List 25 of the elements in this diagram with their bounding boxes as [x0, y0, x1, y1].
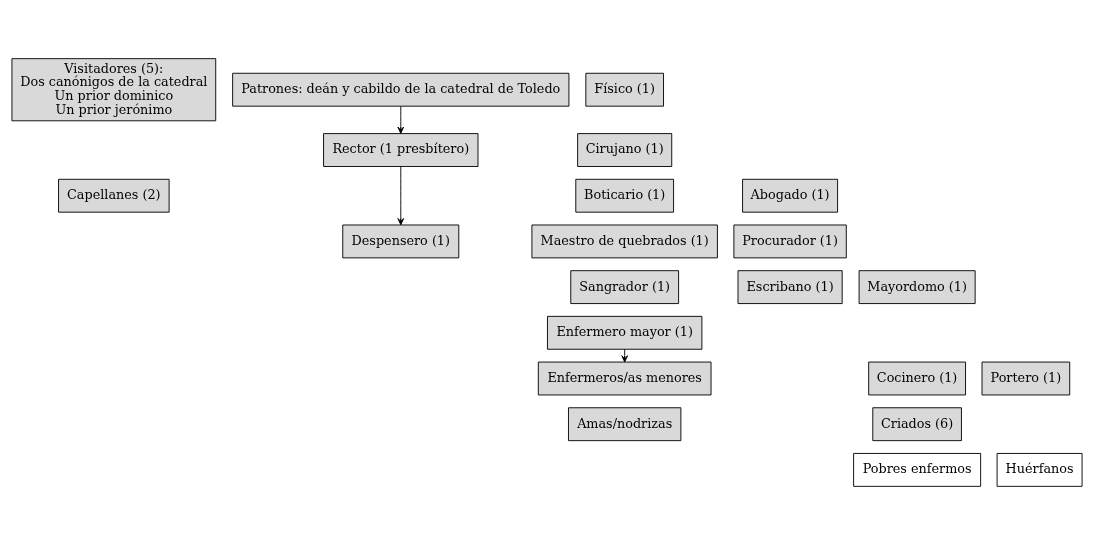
arrow — [397, 105, 405, 134]
node-box: Escribano (1) — [737, 269, 843, 304]
node-box: Rector (1 presbítero) — [323, 132, 479, 167]
node-box: Capellanes (2) — [58, 178, 170, 213]
node-box: Físico (1) — [585, 72, 664, 107]
arrow — [621, 348, 628, 362]
node-box: Pobres enfermos — [853, 452, 982, 487]
node-box: Abogado (1) — [742, 178, 839, 213]
node-box: Sangrador (1) — [570, 269, 680, 304]
node-box: Cocinero (1) — [868, 361, 966, 395]
node-box: Enfermero mayor (1) — [547, 315, 703, 350]
node-box: Patrones: deán y cabildo de la catedral de Toledo — [232, 72, 570, 107]
node-box: Criados (6) — [872, 406, 962, 441]
node-box: Visitadores (5): Dos canónigos de la catedral Un prior dominico Un prior jerónimo — [11, 57, 217, 121]
node-box: Procurador (1) — [733, 224, 847, 258]
node-box: Mayordomo (1) — [858, 269, 976, 304]
node-box: Cirujano (1) — [577, 132, 673, 167]
node-box: Portero (1) — [981, 361, 1071, 395]
node-box: Huérfanos — [996, 452, 1083, 487]
arrow — [397, 165, 405, 225]
node-box: Despensero (1) — [342, 224, 460, 258]
node-box: Enfermeros/as menores — [537, 361, 712, 395]
node-box: Maestro de quebrados (1) — [531, 224, 718, 258]
node-box: Boticario (1) — [575, 178, 675, 213]
node-box: Amas/nodrizas — [568, 406, 682, 441]
